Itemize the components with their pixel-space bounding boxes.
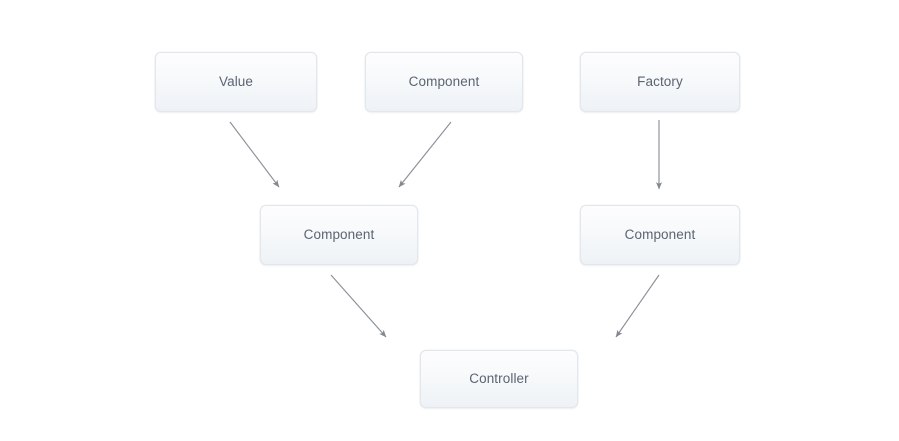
edge-component-mid-right-to-controller-arrow [615,274,660,338]
node-label-component-mid-right: Component [624,227,696,243]
node-label-factory: Factory [637,74,683,90]
node-label-controller: Controller [469,371,529,387]
node-factory[interactable]: Factory [580,52,740,112]
edge-component-top-to-component-mid-left-arrow [398,121,452,188]
node-label-component-top: Component [408,74,480,90]
node-controller[interactable]: Controller [420,350,578,408]
node-component-mid-right[interactable]: Component [580,205,740,265]
node-value[interactable]: Value [155,52,317,112]
node-label-component-mid-left: Component [303,227,375,243]
node-component-top[interactable]: Component [365,52,523,112]
node-component-mid-left[interactable]: Component [260,205,418,265]
node-label-value: Value [218,74,254,90]
edge-component-mid-left-to-controller-arrow [330,274,387,338]
edge-value-to-component-mid-left-arrow [229,121,280,188]
